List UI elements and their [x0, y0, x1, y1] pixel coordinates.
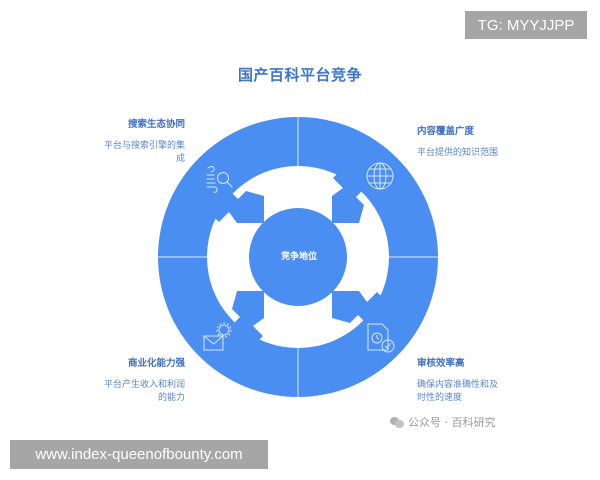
quadrant-desc-line1: 平台提供的知识范围 — [417, 148, 499, 158]
quadrant-heading: 审核效率高 — [417, 358, 465, 369]
arrow-top-left — [200, 180, 264, 223]
wechat-icon — [390, 416, 404, 428]
arrow-top-right — [332, 159, 375, 223]
globe-icon — [366, 162, 394, 190]
url-badge: www.index-queenofbounty.com — [10, 440, 268, 469]
quadrant-heading: 搜索生态协同 — [127, 119, 185, 130]
mail-gear-icon — [203, 322, 232, 351]
quadrant-desc-line1: 平台与搜索引擎的集 — [103, 141, 185, 151]
center-label: 竞争地位 — [280, 252, 317, 262]
quadrant-desc-line1: 平台产生收入和利润 — [103, 380, 185, 390]
quadrant-top-right: 内容覆盖广度 平台提供的知识范围 — [417, 125, 547, 160]
document-clock-check-icon — [367, 323, 395, 353]
quadrant-heading: 商业化能力强 — [127, 358, 185, 369]
watermark-text: 公众号 · 百科研究 — [408, 416, 496, 429]
quadrant-bottom-right: 审核效率高 确保内容准确性和及 时性的速度 — [417, 357, 547, 405]
quadrant-desc-line1: 确保内容准确性和及 — [417, 380, 499, 390]
center-disc — [249, 208, 347, 306]
diagram-title: 国产百科平台竞争 — [237, 66, 362, 84]
quadrant-desc-line2: 成 — [175, 154, 185, 164]
wechat-watermark: 公众号 · 百科研究 — [390, 414, 496, 430]
quadrant-heading: 内容覆盖广度 — [417, 126, 475, 137]
search-wind-icon — [206, 166, 233, 193]
arrow-bottom-left — [221, 291, 264, 355]
tg-badge: TG: MYYJJPP — [465, 11, 587, 39]
quadrant-top-left: 搜索生态协同 平台与搜索引擎的集 成 — [60, 118, 185, 166]
arrow-bottom-right — [332, 291, 396, 334]
quadrant-desc-line2: 的能力 — [157, 393, 185, 403]
quadrant-desc-line2: 时性的速度 — [417, 393, 463, 403]
quadrant-bottom-left: 商业化能力强 平台产生收入和利润 的能力 — [60, 357, 185, 405]
